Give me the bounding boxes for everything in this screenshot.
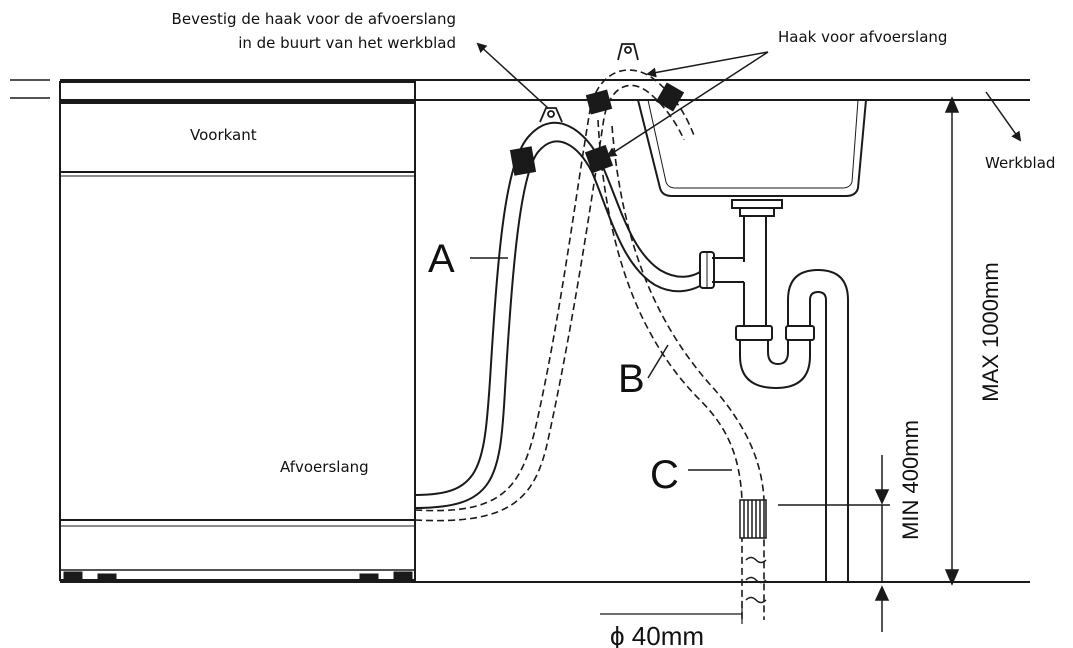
hook-instruction-line1: Bevestig de haak voor de afvoerslang (172, 10, 456, 28)
sink (637, 99, 867, 217)
front-label: Voorkant (190, 126, 257, 144)
sink-trap (699, 216, 849, 582)
diameter-dimension (600, 604, 743, 624)
drain-hose-a (414, 122, 701, 509)
hose-clamp-b-lower (584, 144, 614, 174)
hook-label: Haak voor afvoerslang (778, 28, 947, 46)
drain-hose-c (597, 119, 765, 620)
diameter-label: ϕ 40mm (610, 621, 704, 648)
max-height-label: MAX 1000mm (978, 262, 1003, 401)
drain-hose-b (414, 69, 696, 522)
dishwasher (59, 81, 416, 583)
min-height-label: MIN 400mm (898, 420, 923, 540)
hook-instruction-line2: in de buurt van het werkblad (238, 34, 456, 52)
hose-hook-sink (617, 43, 639, 61)
hose-clamp-b-sink (655, 82, 685, 112)
position-a-label: A (428, 237, 455, 281)
drain-hose-label: Afvoerslang (280, 458, 369, 476)
hose-clamp-a (509, 146, 537, 176)
hose-clamp-b-upper (585, 89, 613, 115)
hose-end-fitting (739, 499, 767, 604)
hose-hook-worktop (539, 107, 563, 123)
worktop-label: Werkblad (985, 154, 1055, 172)
min-height-dimension (778, 455, 890, 632)
position-b-label: B (618, 357, 645, 401)
max-height-dimension (944, 96, 960, 586)
position-c-label: C (650, 453, 679, 497)
pointer-lines (470, 42, 1022, 471)
